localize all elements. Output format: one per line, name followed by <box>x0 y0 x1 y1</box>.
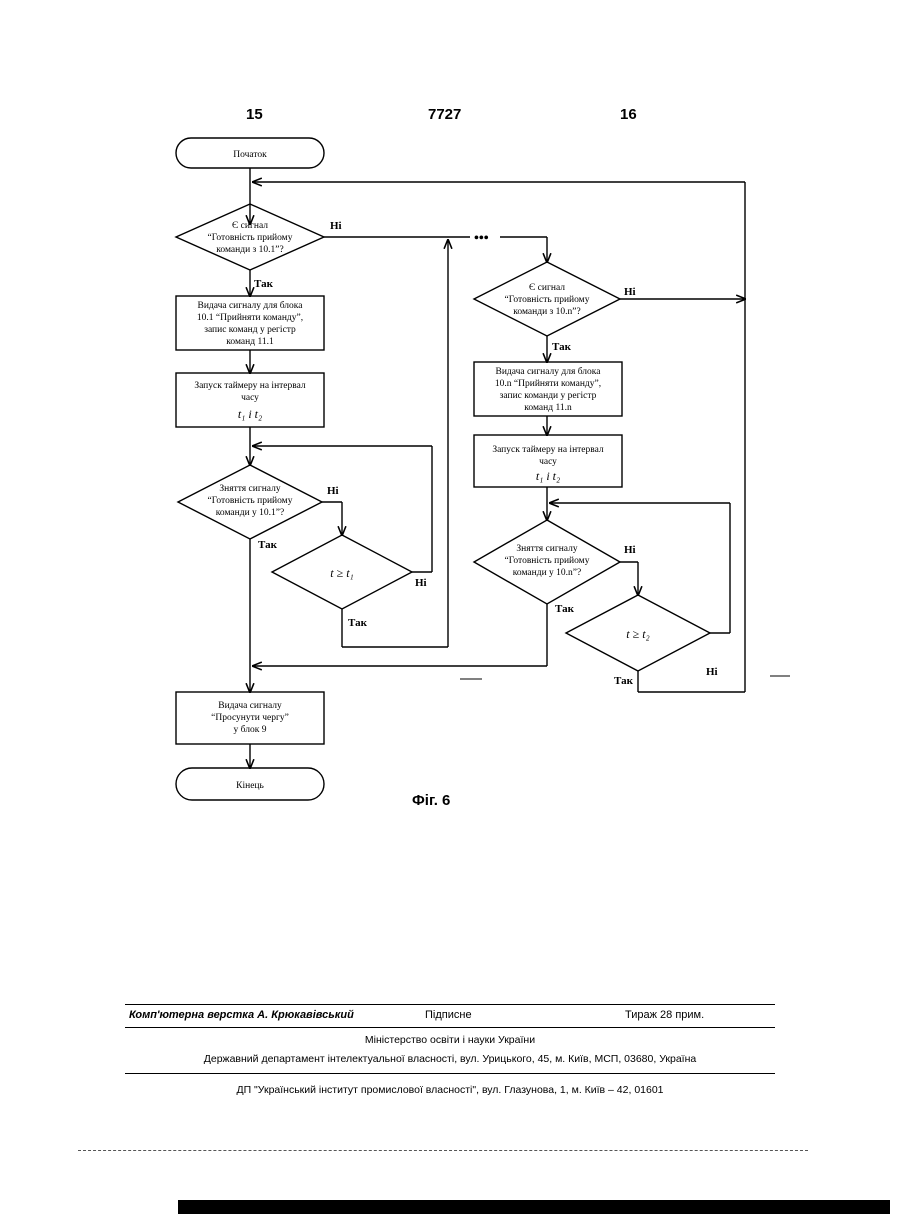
left-ready-line3: команди з 10.1”? <box>216 245 283 255</box>
right-timer-interval: t₁ і t₂ <box>536 469 560 483</box>
right-removed-line2: “Готовність прийому <box>505 555 590 566</box>
no-label: Ні <box>327 485 339 497</box>
right-accept-line1: Видача сигналу для блока <box>495 366 601 377</box>
footer-imprint-row: Комп'ютерна верстка А. Крюкавівський Під… <box>125 1004 775 1028</box>
left-time-check: t ≥ t₁ <box>330 566 353 580</box>
ellipsis-dots: ••• <box>474 231 489 246</box>
footer-ministry: Міністерство освіти і науки України <box>125 1034 775 1046</box>
right-timer-line1: Запуск таймеру на інтервал <box>492 444 604 455</box>
right-removed-line1: Зняття сигналу <box>516 544 577 554</box>
left-ready-line2: “Готовність прийому <box>208 232 293 243</box>
left-accept-line4: команд 11.1 <box>226 337 274 347</box>
no-label: Ні <box>624 286 636 298</box>
yes-label: Так <box>614 675 634 687</box>
yes-label: Так <box>348 617 368 629</box>
left-removed-line3: команди у 10.1”? <box>216 508 284 518</box>
footer-layout: Комп'ютерна верстка А. Крюкавівський <box>129 1009 354 1021</box>
right-accept-line3: запис команди у регістр <box>500 391 597 401</box>
right-accept-line4: команд 11.n <box>524 403 572 413</box>
left-timer-interval: t₁ і t₂ <box>238 407 262 421</box>
right-ready-line2: “Готовність прийому <box>505 294 590 305</box>
left-removed-line2: “Готовність прийому <box>208 495 293 506</box>
advance-line2: “Просунути чергу” <box>211 713 289 723</box>
left-removed-line1: Зняття сигналу <box>219 484 280 494</box>
scan-dashed-line <box>78 1150 808 1151</box>
left-timer-line1: Запуск таймеру на інтервал <box>194 380 306 391</box>
no-label: Ні <box>624 544 636 556</box>
no-label: Ні <box>330 220 342 232</box>
yes-label: Так <box>258 539 278 551</box>
scan-black-bar <box>178 1200 890 1214</box>
left-accept-line1: Видача сигналу для блока <box>197 300 303 311</box>
right-removed-line3: команди у 10.n”? <box>513 568 581 578</box>
yes-label: Так <box>254 278 274 290</box>
advance-line1: Видача сигналу <box>218 701 282 711</box>
right-ready-line3: команди з 10.n”? <box>513 307 580 317</box>
footer-rule <box>125 1073 775 1074</box>
right-timer-line2: часу <box>539 457 557 467</box>
advance-line3: у блок 9 <box>234 724 267 735</box>
left-timer-line2: часу <box>241 393 259 403</box>
footer-institute: ДП "Український інститут промислової вла… <box>125 1084 775 1096</box>
left-accept-line2: 10.1 “Прийняти команду”, <box>197 312 303 323</box>
right-ready-line1: Є сигнал <box>529 283 565 293</box>
yes-label: Так <box>552 341 572 353</box>
footer-signed: Підписне <box>425 1009 472 1021</box>
no-label: Ні <box>706 666 718 678</box>
left-accept-line3: запис команд у регістр <box>204 325 296 335</box>
right-accept-line2: 10.n “Прийняти команду”, <box>495 378 601 389</box>
footer-department: Державний департамент інтелектуальної вл… <box>125 1053 775 1065</box>
no-label: Ні <box>415 577 427 589</box>
left-ready-line1: Є сигнал <box>232 221 268 231</box>
right-time-check: t ≥ t₂ <box>626 627 649 641</box>
figure-caption: Фіг. 6 <box>412 792 450 809</box>
yes-label: Так <box>555 603 575 615</box>
footer-circulation: Тираж 28 прим. <box>625 1009 704 1021</box>
start-label: Початок <box>233 150 267 160</box>
end-label: Кінець <box>236 781 264 791</box>
